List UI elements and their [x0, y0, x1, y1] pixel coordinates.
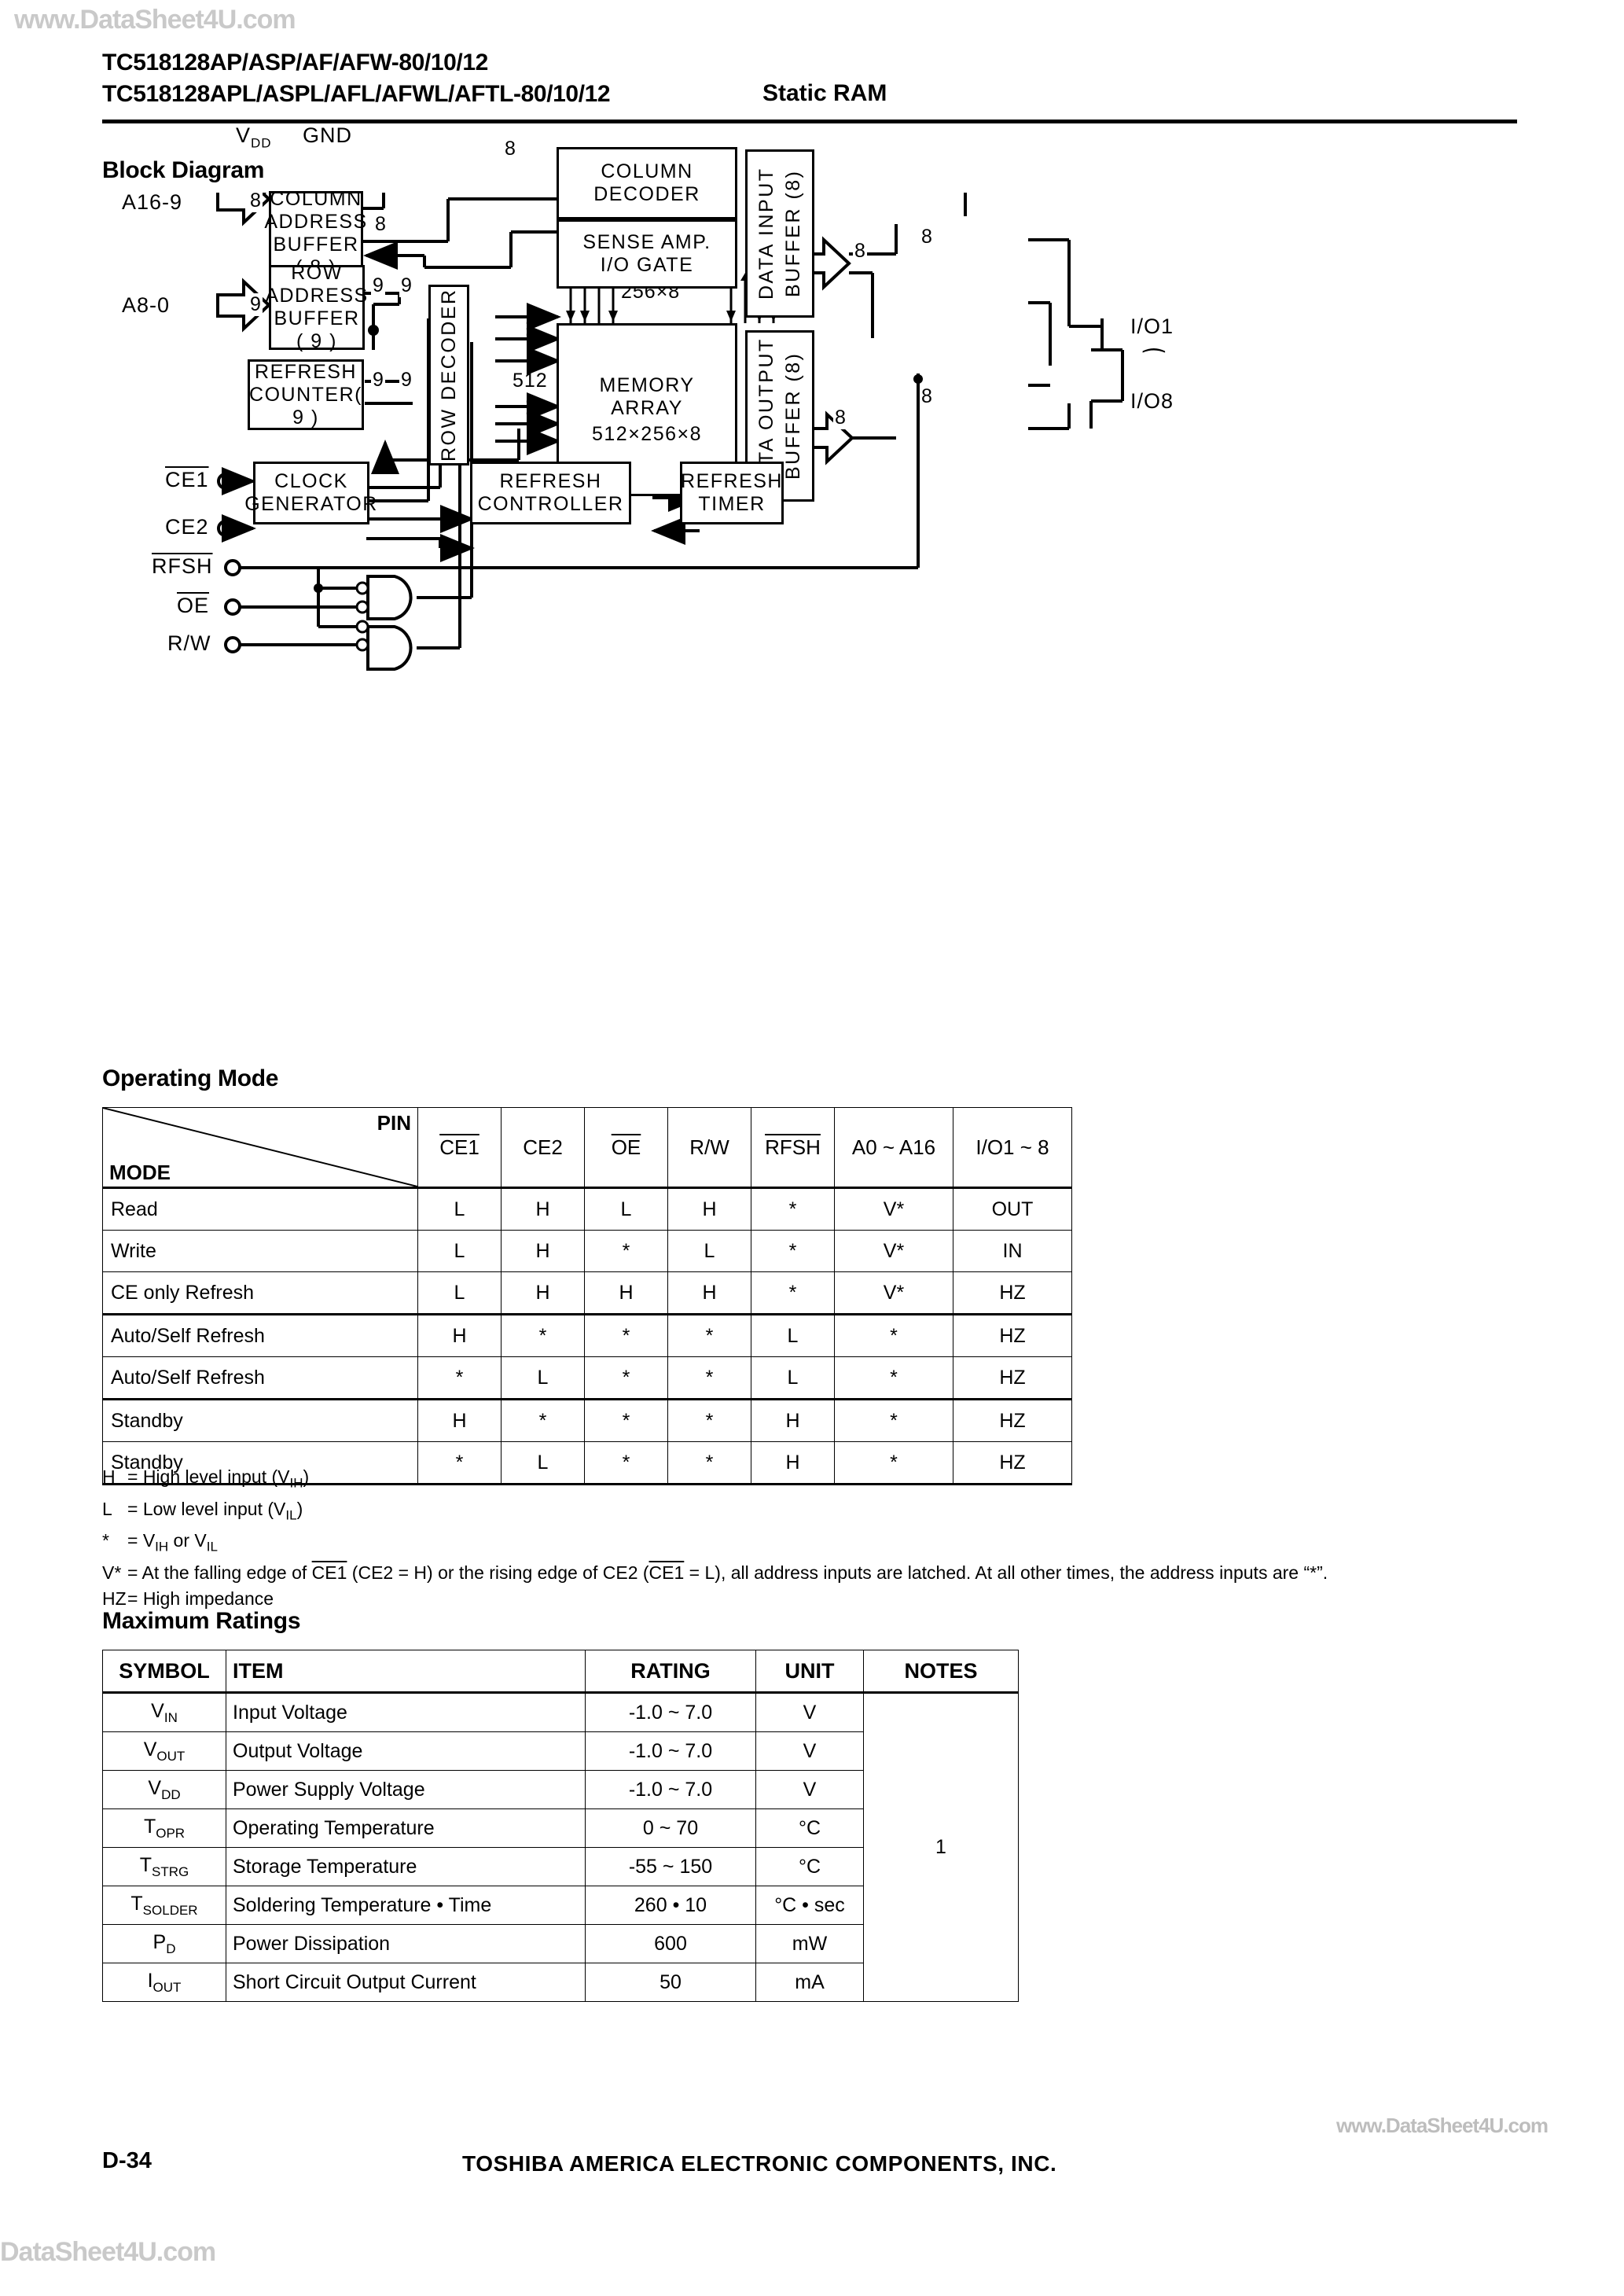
label-io1: I/O1: [1130, 315, 1174, 338]
operating-mode-footnotes: H= High level input (VIH) L= Low level i…: [102, 1464, 1328, 1612]
part-number-line-1: TC518128AP/ASP/AF/AFW-80/10/12: [102, 50, 488, 75]
symbol-cell: TOPR: [102, 1808, 226, 1848]
table-row: TSTRG Storage Temperature -55 ~ 150 °C: [102, 1847, 1019, 1886]
opmode-col-address: A0 ~ A16: [834, 1107, 953, 1189]
bus-width-row-a: 9: [371, 274, 385, 297]
notes-cell: 1: [863, 1692, 1019, 2002]
section-title-block-diagram: Block Diagram: [102, 157, 265, 183]
footnote-star: *= VIH or VIL: [102, 1530, 218, 1555]
maxrat-col-unit: UNIT: [755, 1650, 864, 1694]
header-rule: [102, 120, 1517, 123]
symbol-cell: VDD: [102, 1770, 226, 1809]
maximum-ratings-table: SYMBOL ITEM RATING UNIT NOTES VIN Input …: [102, 1650, 1019, 2002]
label-io8: I/O8: [1130, 389, 1174, 413]
section-title-maximum-ratings: Maximum Ratings: [102, 1608, 301, 1634]
label-oe: OE: [177, 594, 210, 617]
watermark-footer: www.DataSheet4U.com: [1336, 2114, 1549, 2137]
page-header: TC518128AP/ASP/AF/AFW-80/10/12 TC518128A…: [102, 47, 1517, 110]
opmode-col-ce1: CE1: [417, 1107, 502, 1189]
opmode-col-rfsh: RFSH: [751, 1107, 835, 1189]
block-row-decoder: ROW DECODER: [428, 285, 469, 465]
bus-width-refresh-b: 9: [399, 369, 413, 392]
bus-width-din-io: 8: [920, 226, 934, 248]
table-row: CE only Refresh L H H H * V* HZ: [102, 1271, 1072, 1315]
label-vdd: VDD: [236, 123, 272, 151]
table-row: TSOLDER Soldering Temperature • Time 260…: [102, 1886, 1019, 1925]
page-number: D-34: [102, 2148, 152, 2173]
opmode-corner-cell: PIN MODE: [102, 1107, 418, 1189]
symbol-cell: TSTRG: [102, 1847, 226, 1886]
table-row: PD Power Dissipation 600 mW: [102, 1924, 1019, 1963]
section-title-operating-mode: Operating Mode: [102, 1065, 279, 1091]
table-header-row: SYMBOL ITEM RATING UNIT NOTES: [102, 1650, 1019, 1694]
maxrat-col-notes: NOTES: [863, 1650, 1019, 1694]
annotation-512: 512: [513, 370, 548, 392]
table-row: TOPR Operating Temperature 0 ~ 70 °C: [102, 1808, 1019, 1848]
table-row: Auto/Self Refresh * L * * L * HZ: [102, 1356, 1072, 1400]
label-a8-0: A8-0: [122, 293, 171, 317]
footnote-h: H= High level input (VIH): [102, 1466, 310, 1491]
opmode-col-io: I/O1 ~ 8: [953, 1107, 1072, 1189]
block-diagram: VDD GND A16-9 A8-0 8 9 8 8 9 9 9 9 8 8 8…: [102, 123, 1242, 1026]
bus-width-col-b: 8: [503, 138, 517, 160]
footnote-vstar: V*= At the falling edge of CE1 (CE2 = H)…: [102, 1562, 1328, 1583]
opmode-mode-header: MODE: [109, 1161, 171, 1184]
table-row: Standby * L * * H * HZ: [102, 1441, 1072, 1485]
opmode-pin-header: PIN: [377, 1111, 411, 1135]
label-rfsh: RFSH: [152, 554, 213, 578]
block-sense-amp-io-gate: SENSE AMP.I/O GATE: [557, 219, 737, 289]
bus-width-row-in: 9: [248, 293, 263, 316]
footnote-hz: HZ= High impedance: [102, 1588, 274, 1609]
bus-width-dout-io: 8: [920, 385, 934, 408]
part-number-line-2: TC518128APL/ASPL/AFL/AFWL/AFTL-80/10/12: [102, 81, 611, 107]
watermark-bottom: DataSheet4U.com: [0, 2237, 216, 2267]
bus-width-sense-io: 8: [853, 240, 867, 263]
row-dots-upper: ⋮: [519, 318, 536, 338]
row-dots-lower: ⋮: [519, 397, 536, 417]
opmode-col-ce2: CE2: [501, 1107, 585, 1189]
table-row: Auto/Self Refresh H * * * L * HZ: [102, 1314, 1072, 1357]
bus-width-dout-bus: 8: [833, 407, 847, 429]
label-rw: R/W: [167, 631, 211, 655]
bus-width-refresh-a: 9: [371, 369, 385, 392]
maxrat-col-item: ITEM: [226, 1650, 586, 1694]
table-row: Write L H * L * V* IN: [102, 1230, 1072, 1272]
symbol-cell: IOUT: [102, 1963, 226, 2002]
table-row: IOUT Short Circuit Output Current 50 mA: [102, 1963, 1019, 2002]
label-ce2: CE2: [165, 515, 209, 539]
maxrat-col-symbol: SYMBOL: [102, 1650, 226, 1694]
opmode-col-rw: R/W: [667, 1107, 751, 1189]
table-row: Standby H * * * H * HZ: [102, 1399, 1072, 1442]
symbol-cell: VIN: [102, 1692, 226, 1732]
footnote-l: L= Low level input (VIL): [102, 1498, 303, 1523]
corner-diagonal: [103, 1108, 417, 1187]
device-type-label: Static RAM: [762, 80, 887, 106]
watermark-top: www.DataSheet4U.com: [14, 5, 296, 35]
symbol-cell: VOUT: [102, 1731, 226, 1771]
operating-mode-table: PIN MODE CE1 CE2 OE R/W RFSH A0 ~ A16 I/…: [102, 1107, 1072, 1485]
table-row: Read L H L H * V* OUT: [102, 1187, 1072, 1231]
label-a16-9: A16-9: [122, 190, 183, 214]
bus-width-row-b: 9: [399, 274, 413, 297]
label-gnd: GND: [303, 123, 352, 147]
maxrat-col-rating: RATING: [585, 1650, 756, 1694]
footer-company: TOSHIBA AMERICA ELECTRONIC COMPONENTS, I…: [462, 2151, 1057, 2176]
label-io-range: ⁀: [1144, 349, 1165, 377]
label-ce1: CE1: [165, 468, 209, 491]
bus-width-col-a: 8: [373, 213, 388, 236]
symbol-cell: TSOLDER: [102, 1886, 226, 1925]
symbol-cell: PD: [102, 1924, 226, 1963]
table-row: VDD Power Supply Voltage -1.0 ~ 7.0 V: [102, 1770, 1019, 1809]
bus-width-col-in: 8: [248, 189, 263, 212]
table-row: VIN Input Voltage -1.0 ~ 7.0 V 1: [102, 1692, 1019, 2002]
opmode-col-oe: OE: [584, 1107, 668, 1189]
